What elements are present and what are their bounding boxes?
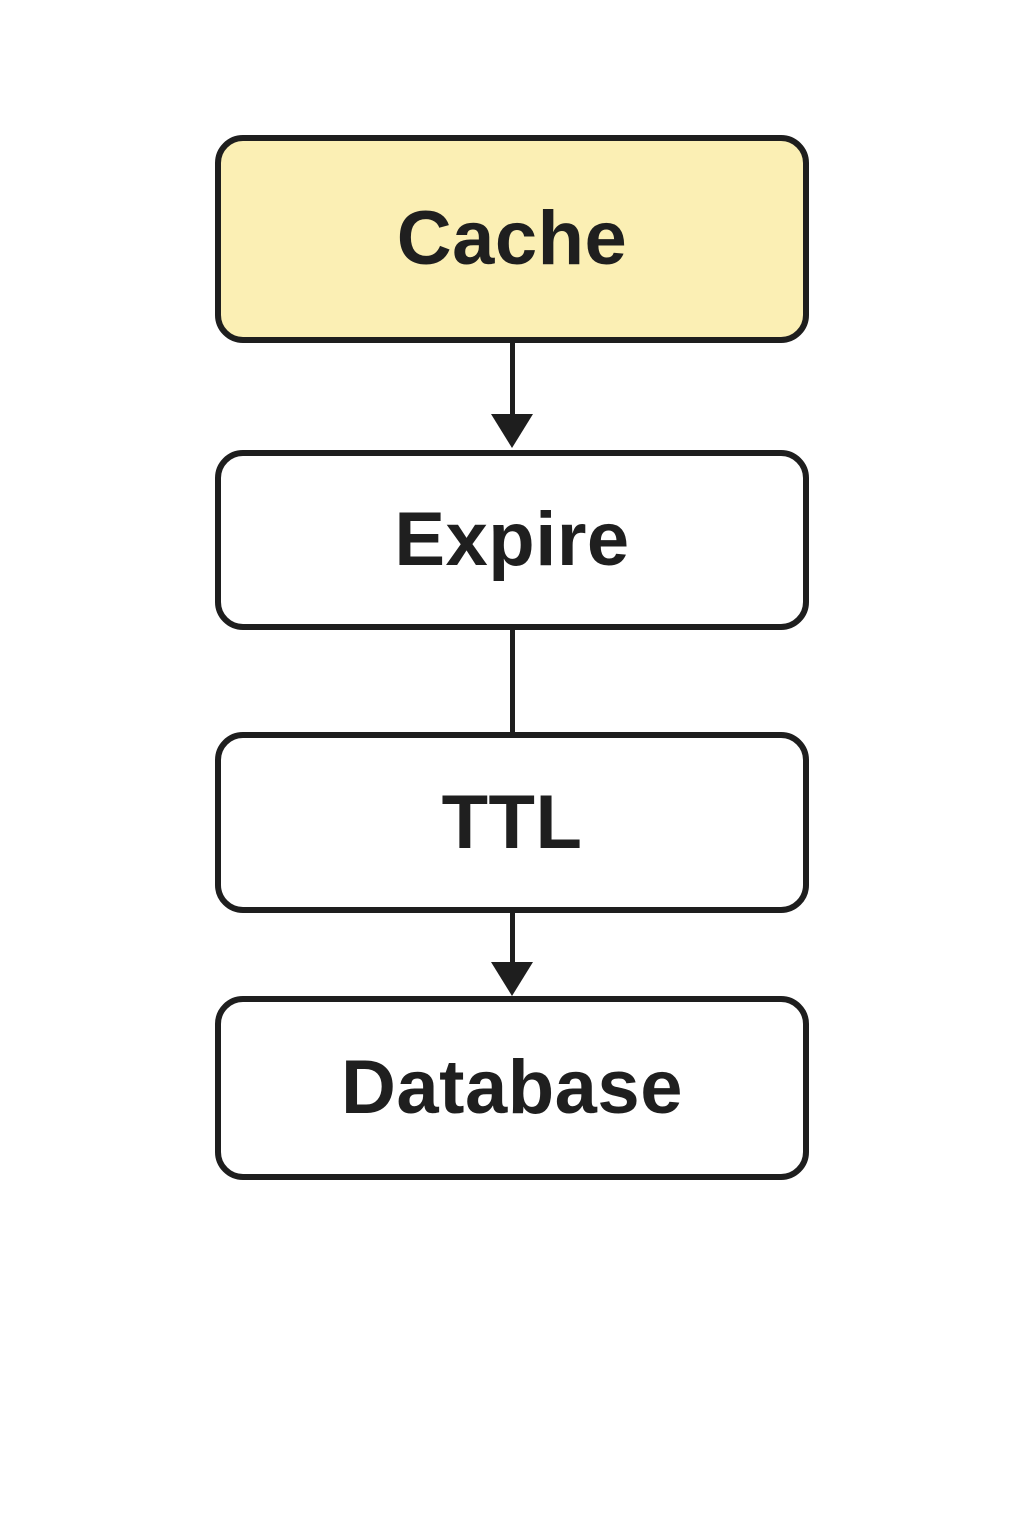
- edge-cache-expire-line: [510, 343, 515, 417]
- edge-expire-ttl-line: [510, 628, 515, 734]
- edge-ttl-database-line: [510, 911, 515, 965]
- node-database: Database: [215, 996, 809, 1180]
- node-ttl: TTL: [215, 732, 809, 913]
- edge-ttl-database-arrowhead-icon: [491, 962, 533, 996]
- node-cache-label: Cache: [396, 196, 628, 281]
- edge-cache-expire-arrowhead-icon: [491, 414, 533, 448]
- node-database-label: Database: [341, 1045, 683, 1130]
- node-ttl-label: TTL: [441, 779, 583, 865]
- node-expire: Expire: [215, 450, 809, 630]
- node-expire-label: Expire: [394, 497, 630, 582]
- node-cache: Cache: [215, 135, 809, 343]
